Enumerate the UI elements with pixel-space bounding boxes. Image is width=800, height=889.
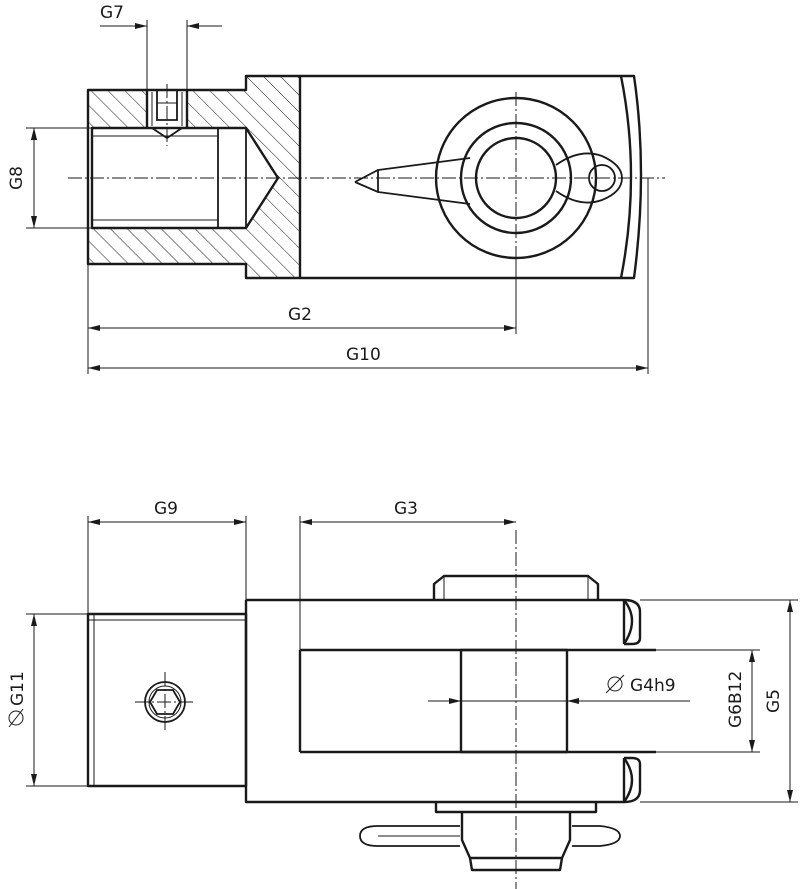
label-g6b12: G6B12 — [726, 671, 746, 728]
diameter-symbol-icon — [607, 676, 623, 692]
fork-body-bottom — [244, 598, 656, 804]
hex-socket-icon — [148, 689, 182, 715]
label-g3: G3 — [394, 499, 418, 519]
dimension-g11: G11 — [8, 613, 88, 787]
bottom-view: G9 G3 G11 G4h9 — [8, 499, 798, 889]
pin-end-bottom — [359, 802, 621, 872]
shank — [86, 612, 248, 788]
dimension-g3: G3 — [299, 499, 516, 650]
label-g2: G2 — [288, 305, 312, 325]
label-g8: G8 — [7, 166, 27, 190]
label-g10: G10 — [346, 345, 381, 365]
dimension-g10: G10 — [88, 178, 649, 374]
label-g7: G7 — [100, 3, 124, 23]
dimension-g8: G8 — [7, 127, 92, 229]
diameter-symbol-icon — [8, 710, 24, 726]
label-g11: G11 — [8, 671, 28, 706]
dimension-g9: G9 — [87, 499, 247, 614]
dimension-g7: G7 — [100, 3, 222, 90]
label-g4h9: G4h9 — [630, 676, 676, 696]
dimension-g2: G2 — [87, 258, 517, 374]
dimension-g6b12: G6B12 — [656, 649, 760, 753]
top-view: G7 G8 G2 G10 — [7, 3, 665, 374]
dimension-g5: G5 — [640, 599, 798, 803]
fork-body-outline — [86, 74, 643, 280]
label-g5: G5 — [764, 689, 784, 713]
label-g9: G9 — [154, 499, 178, 519]
dimension-g4h9: G4h9 — [428, 674, 690, 704]
